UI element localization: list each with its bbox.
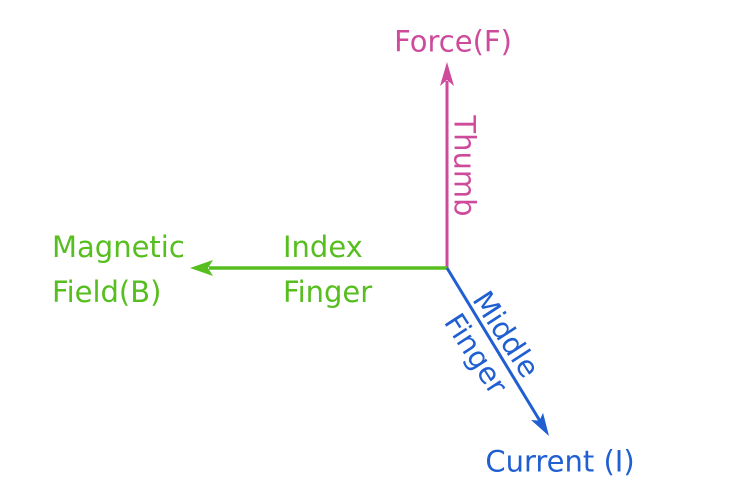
index-finger-label-line1: Index	[283, 230, 363, 264]
index-finger-label-line2: Finger	[283, 275, 373, 309]
magnetic-field-arrowhead-icon	[190, 260, 213, 276]
thumb-label: Thumb	[447, 115, 482, 217]
force-label: Force(F)	[394, 24, 512, 59]
magnetic-field-label: Magnetic Field(B)	[52, 225, 185, 315]
force-arrowhead-icon	[440, 62, 454, 86]
current-arrow-line	[445, 267, 542, 422]
current-arrowhead-icon	[531, 412, 549, 436]
current-label: Current (I)	[485, 444, 635, 479]
index-finger-label: Index Finger	[283, 225, 372, 315]
magnetic-field-label-line1: Magnetic	[52, 230, 185, 264]
magnetic-field-label-line2: Field(B)	[52, 275, 162, 309]
